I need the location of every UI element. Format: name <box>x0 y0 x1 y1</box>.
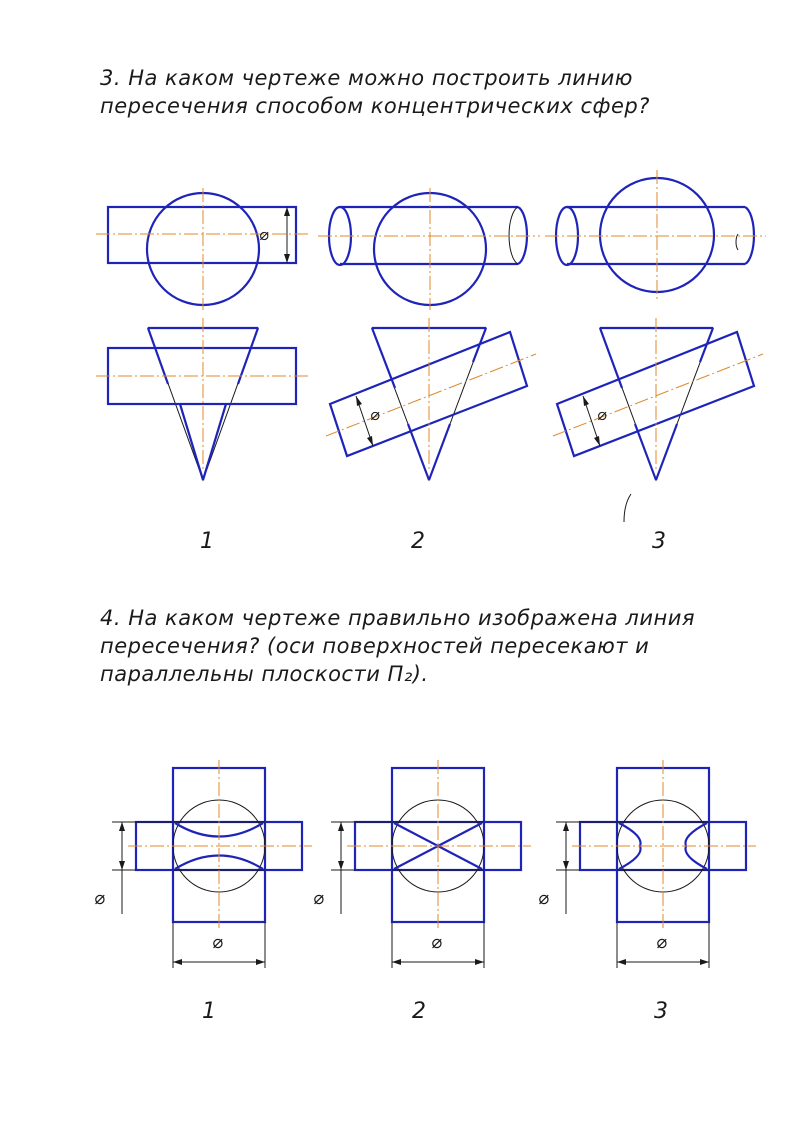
diameter-symbol: ⌀ <box>597 405 607 424</box>
dimension-arrow <box>119 822 125 831</box>
q3-label-2: 2 <box>411 529 425 554</box>
q3-variant-1-top-view: ⌀ <box>96 188 310 310</box>
dimension-arrow <box>563 861 569 870</box>
dimension-arrow <box>173 959 182 965</box>
diameter-symbol: ⌀ <box>313 888 324 909</box>
dimension-arrow <box>583 396 589 406</box>
q3-variant-1-front-view <box>96 318 310 482</box>
q3-variant-2-front-view: ⌀ <box>325 318 537 482</box>
cone-edge <box>598 327 624 389</box>
q3-label-1: 1 <box>200 529 214 554</box>
diameter-symbol: ⌀ <box>212 932 223 953</box>
diameter-symbol: ⌀ <box>538 888 549 909</box>
inclined-cylinder-outline <box>328 330 529 458</box>
dimension-arrow <box>119 861 125 870</box>
question-4-line-3: параллельны плоскости П₂). <box>100 662 429 686</box>
dimension-arrow <box>700 959 709 965</box>
dimension-arrow <box>475 959 484 965</box>
dimension-arrow <box>594 436 600 446</box>
dimension-arrow-up <box>284 207 290 216</box>
pencil-stroke-mark <box>623 493 632 523</box>
diameter-symbol: ⌀ <box>370 405 380 424</box>
cone-edge <box>406 423 431 481</box>
cone-edge <box>236 327 260 385</box>
diameter-symbol: ⌀ <box>94 888 105 909</box>
q3-variant-3-front-view: ⌀ <box>552 318 764 523</box>
q4-label-3: 3 <box>654 999 668 1024</box>
cylinder-outline <box>106 205 298 265</box>
diameter-symbol: ⌀ <box>431 932 442 953</box>
cylinder-axis <box>325 353 537 437</box>
cylinder-axis <box>552 353 764 437</box>
cone-edge <box>427 423 452 481</box>
cone-edge <box>654 423 679 481</box>
dimension-arrow-down <box>284 254 290 263</box>
inclined-cylinder-outline <box>555 330 756 458</box>
question-4-text: 4. На каком чертеже правильно изображена… <box>100 604 695 688</box>
dimension-arrow <box>338 822 344 831</box>
cone-edge <box>201 403 228 481</box>
question-4-line-1: 4. На каком чертеже правильно изображена… <box>100 606 695 630</box>
dimension-arrow <box>617 959 626 965</box>
cone-edge <box>146 327 170 385</box>
dimension-arrow <box>338 861 344 870</box>
q3-variant-3-top-view <box>545 170 766 300</box>
dimension-arrow <box>367 436 373 446</box>
q4-variant-3: ⌀ ⌀ <box>538 760 756 968</box>
cone-edge <box>370 327 397 389</box>
q3-variant-2-top-view <box>318 188 540 310</box>
question-3-line-2: пересечения способом концентрических сфе… <box>100 94 650 118</box>
q4-variant-2: ⌀ ⌀ <box>313 760 531 968</box>
dimension-arrow <box>356 396 362 406</box>
cone-edge <box>633 423 658 481</box>
dimension-arrow <box>392 959 401 965</box>
cone-edge <box>178 403 205 481</box>
question-3-text: 3. На каком чертеже можно построить лини… <box>100 64 650 120</box>
question-4-line-2: пересечения? (оси поверхностей пересекаю… <box>100 634 650 658</box>
q3-label-3: 3 <box>652 529 666 554</box>
q4-variant-1: ⌀ ⌀ <box>94 760 312 968</box>
q4-label-1: 1 <box>202 999 216 1024</box>
dimension-arrow <box>256 959 265 965</box>
dimension-arrow <box>563 822 569 831</box>
cylinder-end-hidden <box>735 233 739 251</box>
question-3-line-1: 3. На каком чертеже можно построить лини… <box>100 66 633 90</box>
cylinder-end-hidden <box>508 206 519 265</box>
diameter-symbol: ⌀ <box>259 225 269 244</box>
q4-label-2: 2 <box>412 999 426 1024</box>
diameter-symbol: ⌀ <box>656 932 667 953</box>
